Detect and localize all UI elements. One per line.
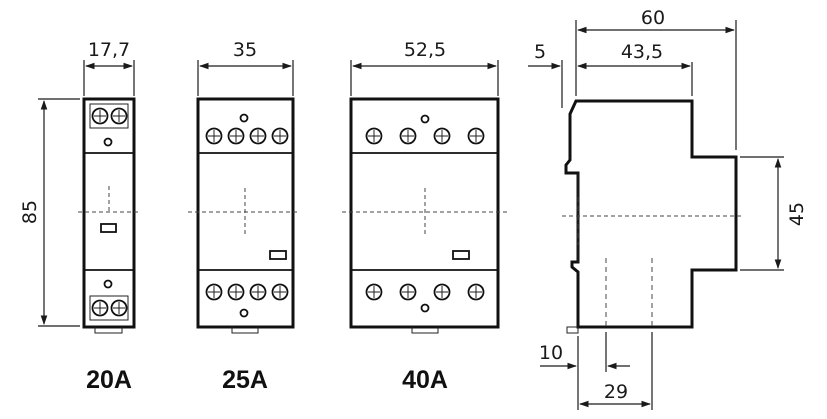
module-25a-drawing	[188, 60, 300, 334]
caption-25a: 25A	[222, 366, 268, 394]
dim-offset-top: 5	[534, 41, 546, 63]
dim-depth-front: 43,5	[621, 41, 663, 63]
caption-20a: 20A	[86, 366, 132, 394]
dim-depth-total: 60	[641, 7, 665, 29]
dim-bottom-width: 29	[604, 381, 628, 403]
dim-height: 85	[19, 200, 41, 224]
module-20a-drawing	[38, 60, 140, 334]
side-profile-drawing	[528, 20, 784, 410]
dim-bottom-offset: 10	[539, 342, 563, 364]
dim-rail-height: 45	[786, 202, 808, 226]
dim-width-25a: 35	[233, 39, 257, 61]
dim-width-40a: 52,5	[404, 39, 446, 61]
module-40a-drawing	[342, 60, 508, 334]
dim-width-20a: 17,7	[88, 39, 130, 61]
caption-40a: 40A	[402, 366, 448, 394]
